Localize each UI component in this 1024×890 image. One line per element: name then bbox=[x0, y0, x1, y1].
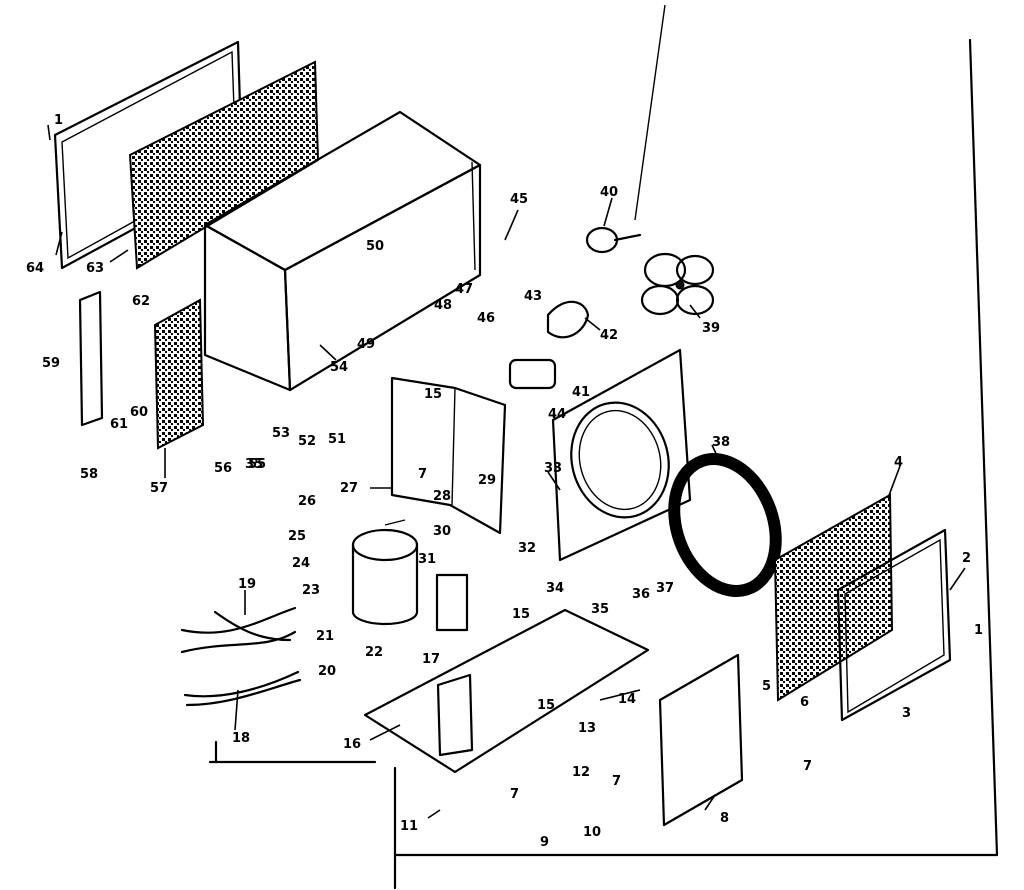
part-label-50: 50 bbox=[366, 239, 384, 254]
part-label-37: 37 bbox=[656, 581, 674, 596]
part-label-38: 38 bbox=[712, 435, 730, 450]
part-label-40: 40 bbox=[600, 185, 618, 200]
part-label-54: 54 bbox=[330, 360, 348, 375]
part-label-20: 20 bbox=[318, 664, 336, 679]
part-label-60: 60 bbox=[130, 405, 148, 420]
part-label-1-rear: 1 bbox=[974, 623, 983, 638]
part-label-53: 53 bbox=[272, 426, 290, 441]
part-label-62: 62 bbox=[132, 294, 150, 309]
part-label-49: 49 bbox=[357, 337, 375, 352]
part-label-32: 32 bbox=[518, 541, 536, 556]
part-label-7c: 7 bbox=[612, 774, 621, 789]
part-label-25: 25 bbox=[288, 529, 306, 544]
part-labels: 1 1 2 3 4 5 6 7 7 7 7 8 9 10 11 12 13 14… bbox=[26, 113, 983, 850]
part-label-44: 44 bbox=[548, 407, 566, 422]
part-label-56: 56 bbox=[214, 461, 232, 476]
part-label-47: 47 bbox=[455, 282, 473, 297]
part-label-36: 36 bbox=[632, 587, 650, 602]
part-label-26: 26 bbox=[298, 494, 316, 509]
part-label-57: 57 bbox=[150, 481, 168, 496]
rear-frame-part bbox=[836, 528, 952, 722]
part-label-35b: 35 bbox=[245, 457, 263, 472]
capacitor-part bbox=[435, 573, 469, 632]
fan-motor-part bbox=[585, 226, 642, 254]
partition-panel-part bbox=[390, 376, 507, 535]
part-label-17: 17 bbox=[422, 652, 440, 667]
part-label-13: 13 bbox=[578, 721, 596, 736]
part-label-11: 11 bbox=[400, 819, 418, 834]
part-label-22: 22 bbox=[365, 645, 383, 660]
part-label-59: 59 bbox=[42, 356, 60, 371]
part-label-15b: 15 bbox=[512, 607, 530, 622]
part-label-15a: 15 bbox=[424, 387, 442, 402]
part-label-14: 14 bbox=[618, 692, 636, 707]
part-label-7b: 7 bbox=[510, 787, 519, 802]
compressor-part bbox=[351, 519, 419, 626]
cabinet-part bbox=[203, 110, 482, 392]
part-label-55: 55 bbox=[248, 457, 266, 472]
part-label-64: 64 bbox=[26, 261, 44, 276]
blower-motor-part bbox=[508, 358, 557, 390]
part-label-33: 33 bbox=[544, 461, 562, 476]
part-label-12: 12 bbox=[572, 765, 590, 780]
part-label-16: 16 bbox=[343, 737, 361, 752]
part-label-4: 4 bbox=[894, 455, 903, 470]
part-label-7d: 7 bbox=[803, 759, 812, 774]
part-label-39: 39 bbox=[702, 321, 720, 336]
part-label-5: 5 bbox=[762, 679, 771, 694]
part-label-21: 21 bbox=[316, 629, 334, 644]
bracket-part bbox=[78, 290, 104, 427]
part-label-3: 3 bbox=[902, 706, 911, 721]
leader-lines bbox=[47, 124, 966, 819]
part-label-1: 1 bbox=[54, 113, 63, 128]
part-label-9: 9 bbox=[540, 835, 549, 850]
part-label-48: 48 bbox=[434, 298, 452, 313]
evaporator-coil-part bbox=[153, 298, 205, 450]
part-label-41: 41 bbox=[572, 385, 590, 400]
part-label-19: 19 bbox=[238, 577, 256, 592]
part-label-6: 6 bbox=[800, 695, 809, 710]
part-label-8: 8 bbox=[720, 811, 729, 826]
part-label-29: 29 bbox=[478, 473, 496, 488]
part-label-23: 23 bbox=[302, 583, 320, 598]
side-panel-part bbox=[658, 653, 744, 827]
part-label-7a: 7 bbox=[418, 467, 427, 482]
part-label-58: 58 bbox=[80, 467, 98, 482]
front-grille-mesh-part bbox=[128, 60, 320, 270]
fan-blade-part bbox=[640, 252, 715, 316]
part-label-28: 28 bbox=[433, 489, 451, 504]
part-label-15c: 15 bbox=[537, 698, 555, 713]
frame-lines bbox=[208, 4, 999, 890]
part-label-43: 43 bbox=[524, 289, 542, 304]
part-label-63: 63 bbox=[86, 261, 104, 276]
part-label-46: 46 bbox=[477, 311, 495, 326]
part-label-51: 51 bbox=[328, 432, 346, 447]
part-label-45: 45 bbox=[510, 192, 528, 207]
fan-orifice-ring-part bbox=[668, 453, 782, 597]
condenser-coil-part bbox=[773, 493, 894, 702]
part-label-10: 10 bbox=[583, 825, 601, 840]
part-label-2: 2 bbox=[962, 551, 971, 566]
part-label-61: 61 bbox=[110, 417, 128, 432]
blower-wheel-part bbox=[546, 300, 590, 339]
part-label-42: 42 bbox=[600, 328, 618, 343]
wire-harness-part bbox=[180, 606, 302, 707]
fan-shroud-part bbox=[551, 348, 692, 562]
base-pan-part bbox=[363, 608, 650, 774]
part-label-35a: 35 bbox=[591, 602, 609, 617]
part-label-27: 27 bbox=[340, 481, 358, 496]
part-label-24: 24 bbox=[292, 556, 310, 571]
part-label-30: 30 bbox=[433, 524, 451, 539]
part-label-18: 18 bbox=[232, 731, 250, 746]
part-label-52: 52 bbox=[298, 434, 316, 449]
part-label-31: 31 bbox=[418, 552, 436, 567]
part-label-34: 34 bbox=[546, 581, 564, 596]
